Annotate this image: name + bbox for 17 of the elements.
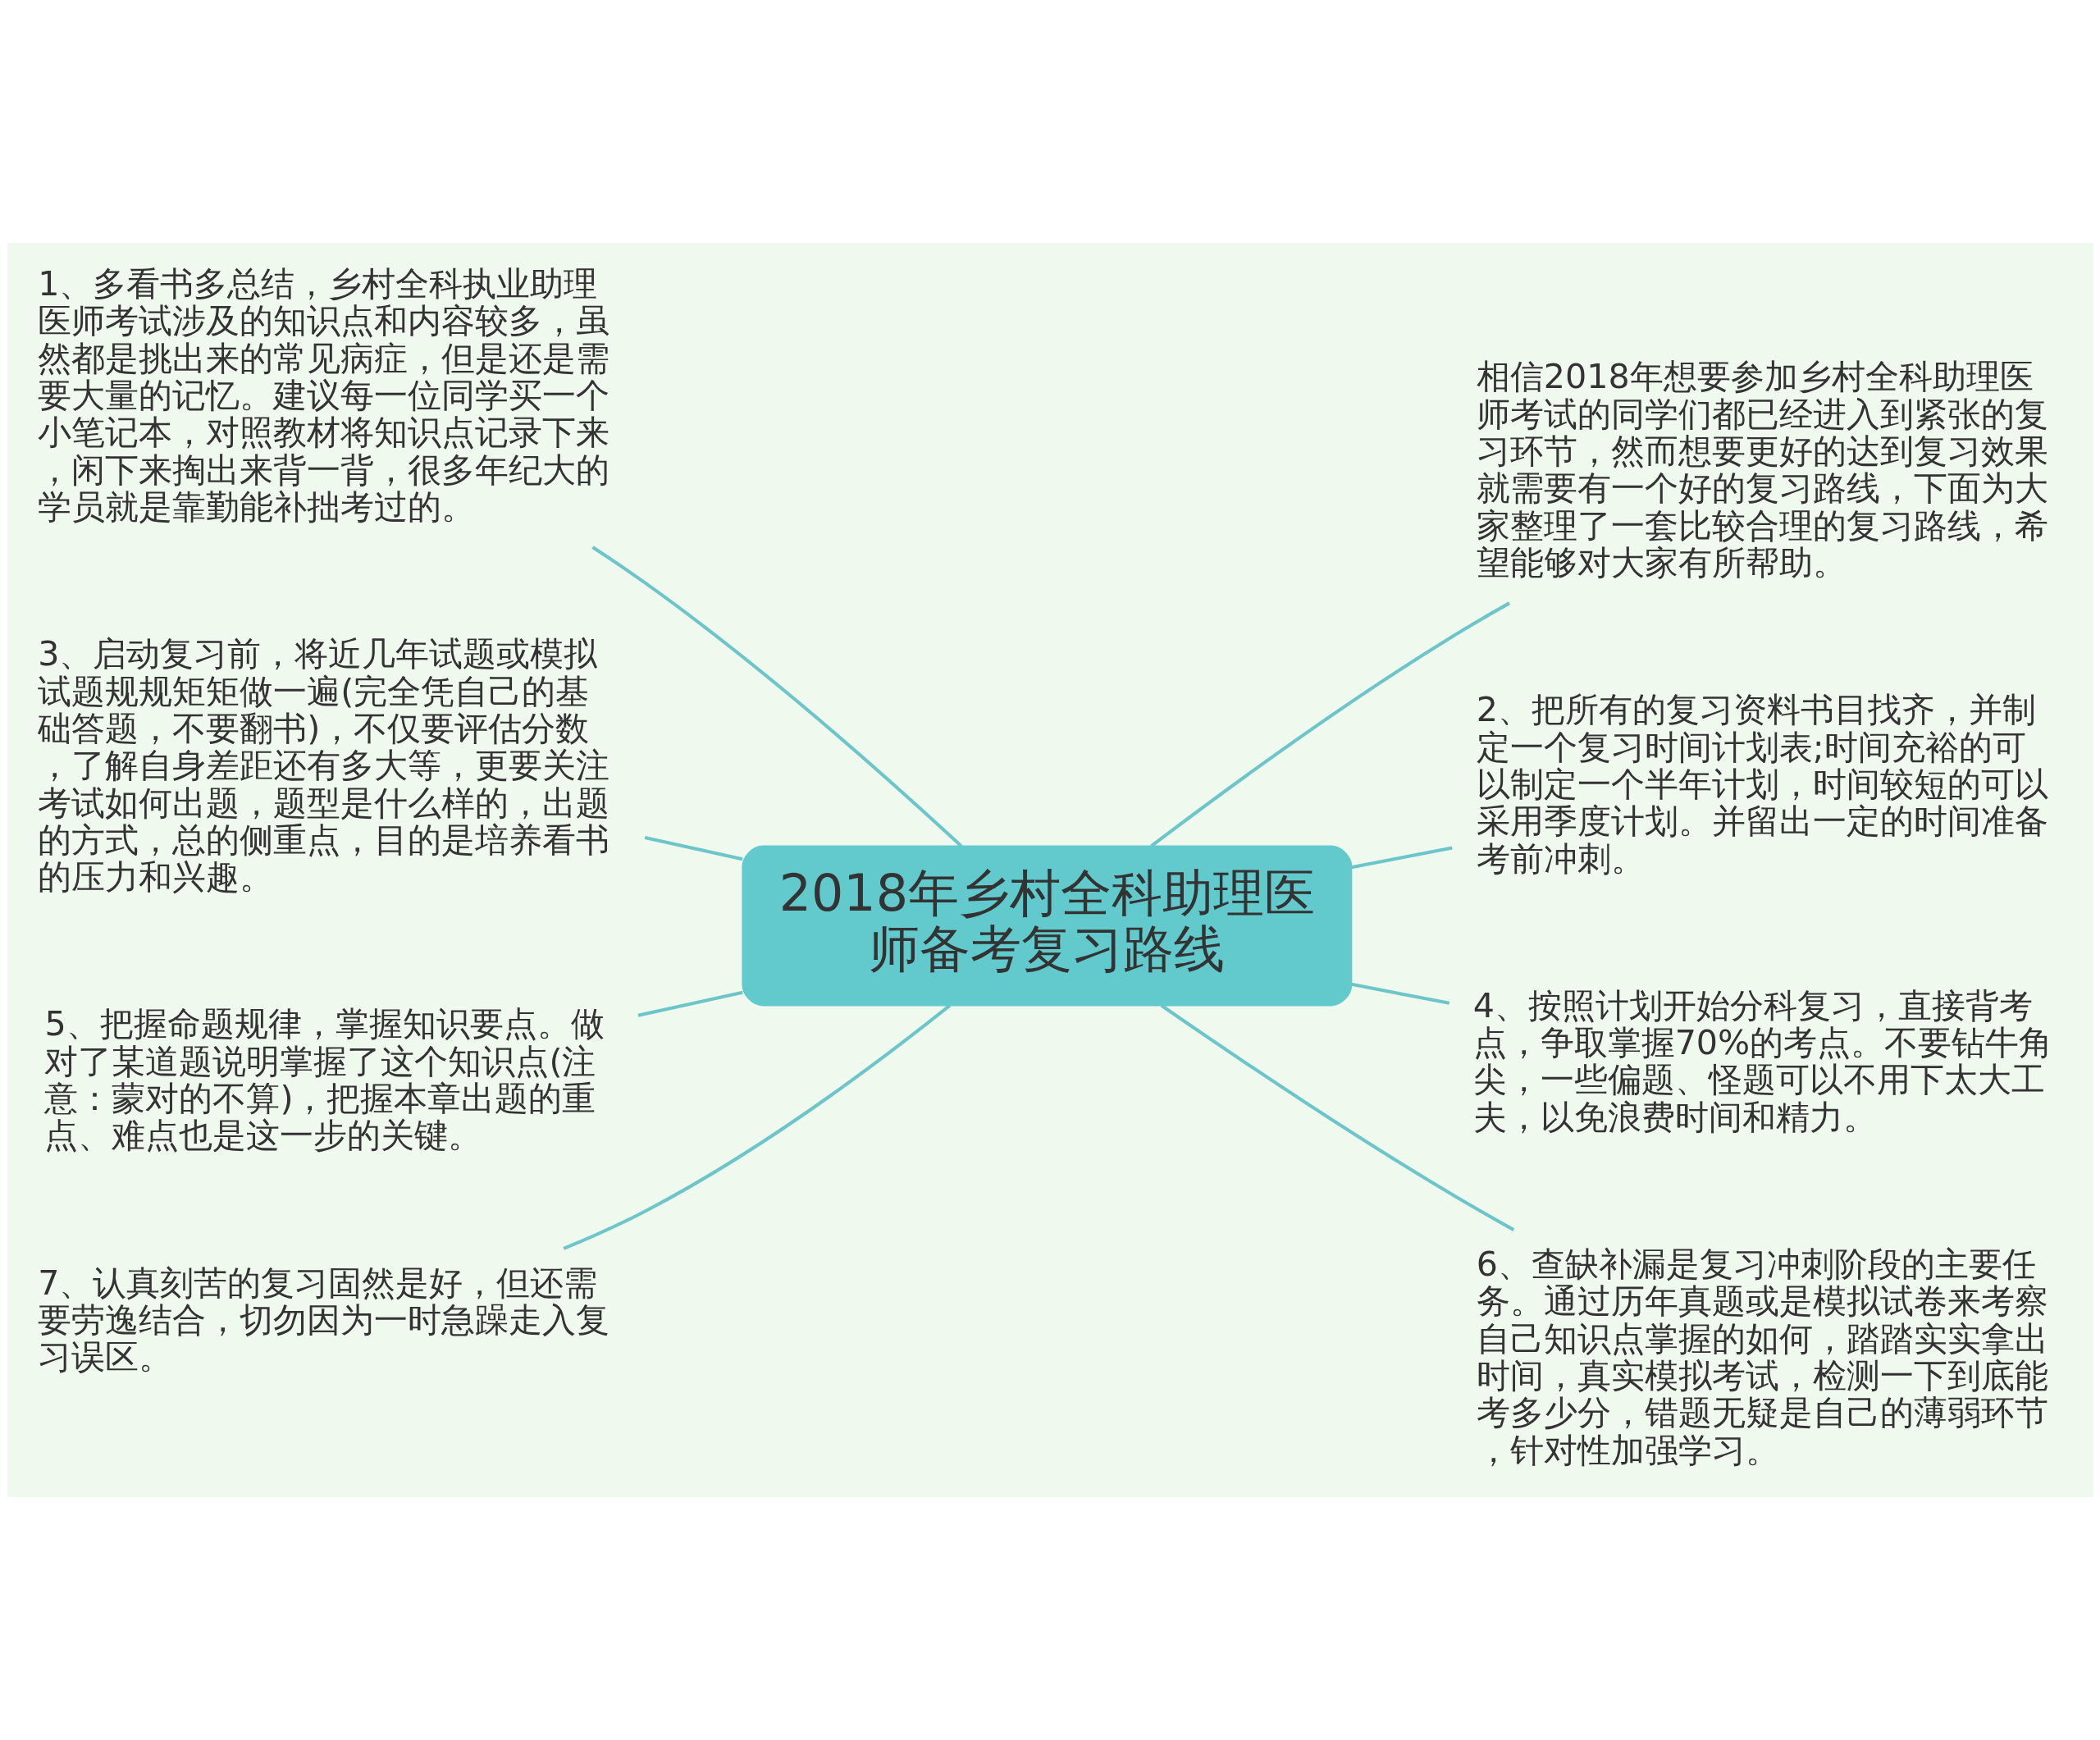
connector	[591, 546, 962, 847]
connector	[562, 1004, 951, 1250]
node-text: 2、把所有的复习资料书目找齐，并制定一个复习时间计划表;时间充裕的可以制定一个半年计划，时间较短的可以采用季度计划。并留出一定的时间准备考前冲刺。	[1476, 690, 2048, 879]
node-text: 3、启动复习前，将近几年试题或模拟试题规规矩矩做一遍(完全凭自己的基础答题，不要翻书)，不仅要评估分数，了解自身差距还有多大等，更要关注考试如何出题，题型是什么样的，出题的方式，总的侧重点，目的是培养看书的压力和兴趣。	[37, 634, 609, 897]
connector	[637, 990, 743, 1017]
connector	[1350, 846, 1453, 870]
connector	[1149, 601, 1510, 847]
node-text: 6、查缺补漏是复习冲刺阶段的主要任务。通过历年真题或是模拟试卷来考察自己知识点掌握的如何，踏踏实实拿出时间，真实模拟考试，检测一下到底能考多少分，错题无疑是自己的薄弱环节，针对性加强学习。	[1476, 1244, 2048, 1470]
node-box: 2018年乡村全科助理医师备考复习路线	[741, 845, 1352, 1007]
node-text: 5、把握命题规律，掌握知识要点。做对了某道题说明掌握了这个知识点(注意：蒙对的不算)，把握本章出题的重点、难点也是这一步的关键。	[43, 1004, 605, 1156]
node-text: 1、多看书多总结，乡村全科执业助理医师考试涉及的知识点和内容较多，虽然都是挑出来的常见病症，但是还是需要大量的记忆。建议每一位同学买一个小笔记本，对照教材将知识点记录下来，闲下来掏出来背一背，很多年纪大的学员就是靠勤能补拙考过的。	[37, 263, 609, 527]
node-text: 7、认真刻苦的复习固然是好，但还需要劳逸结合，切勿因为一时急躁走入复习误区。	[37, 1263, 609, 1377]
connector	[1350, 982, 1449, 1005]
connector	[644, 836, 743, 861]
node-text: 相信2018年想要参加乡村全科助理医师考试的同学们都已经进入到紧张的复习环节，然而想要更好的达到复习效果就需要有一个好的复习路线，下面为大家整理了一套比较合理的复习路线，希望能够对大家有所帮助。	[1476, 357, 2048, 582]
node-text: 4、按照计划开始分科复习，直接背考点，争取掌握70%的考点。不要钻牛角尖，一些偏题、怪题可以不用下太大工夫，以免浪费时间和精力。	[1472, 985, 2052, 1137]
connector	[1160, 1004, 1514, 1231]
